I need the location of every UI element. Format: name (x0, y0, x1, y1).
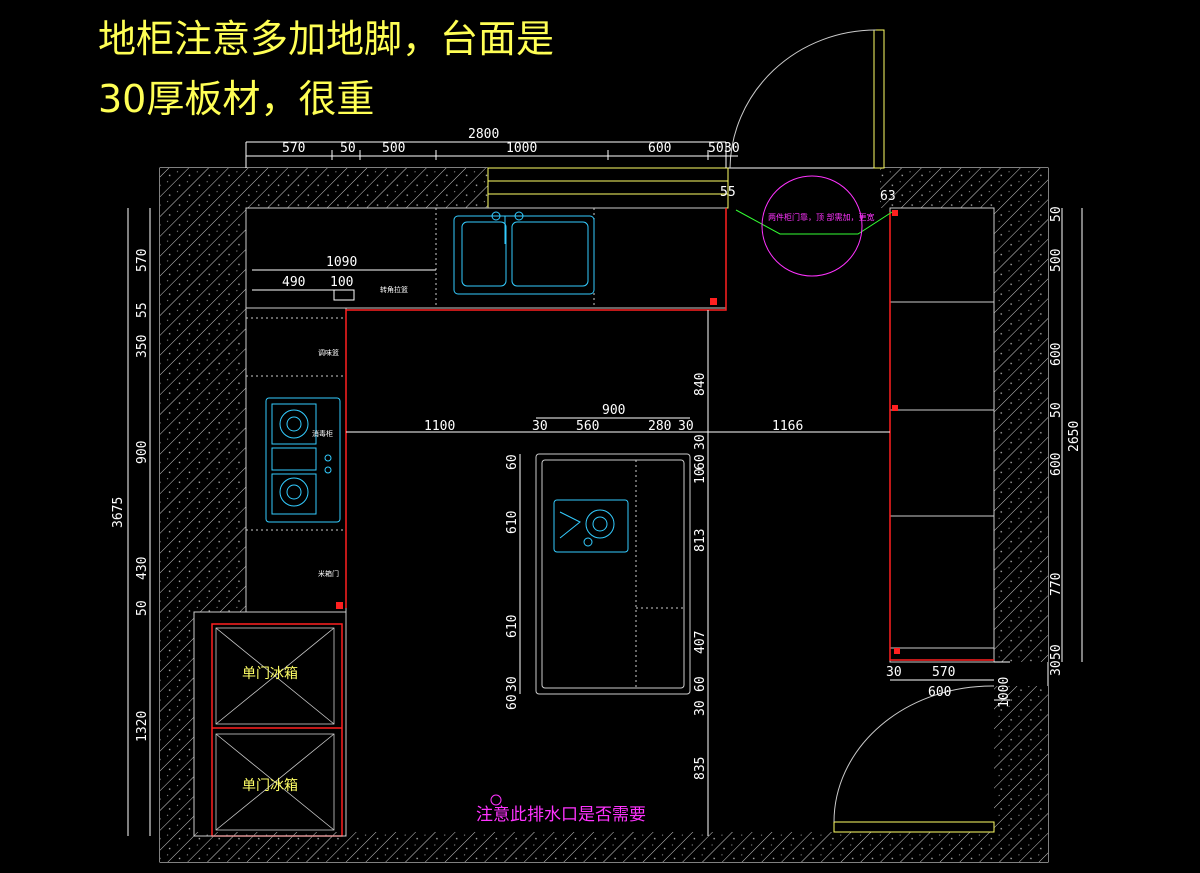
dim-island-1: 30 (532, 419, 548, 434)
dim-top-total: 2800 (468, 127, 499, 142)
outer-boundary (159, 167, 1049, 863)
dim-iv-13: 835 (693, 757, 708, 780)
corner-markers (336, 210, 900, 654)
dim-iv-2: 60 (505, 454, 520, 470)
fridge-1-label: 单门冰箱 (242, 666, 298, 682)
cabinet-label-d: 米箱门 (318, 569, 339, 578)
corner-note: 两件柜门靠，顶 部需加，更宽 (768, 212, 875, 222)
dim-island-2: 560 (576, 419, 599, 434)
island-hob (553, 499, 629, 553)
dim-iv-9: 813 (693, 529, 708, 552)
dim-mid-0: 1100 (424, 419, 455, 434)
bottom-door (833, 685, 995, 833)
swing-lines (735, 209, 893, 235)
dim-iv-6: 60 (505, 694, 520, 710)
dim-top-6: 30 (724, 141, 740, 156)
dim-left-5: 50 (135, 600, 150, 616)
dim-iv-1: 30 (693, 434, 708, 450)
dim-left-0: 570 (135, 249, 150, 272)
island (535, 453, 691, 695)
dim-br-0: 30 (886, 665, 902, 680)
dim-counter-0: 1090 (326, 255, 357, 270)
dim-right-4: 600 (1049, 453, 1064, 476)
drain-icon (490, 794, 502, 806)
dim-corner-0: 55 (720, 185, 736, 200)
top-window (487, 167, 729, 209)
dim-right-5: 770 (1049, 573, 1064, 596)
dim-mid-1: 1166 (772, 419, 803, 434)
title-line-2: 30厚板材，很重 (98, 77, 374, 121)
top-door (729, 29, 885, 169)
fridge-cross (215, 627, 335, 831)
dim-br-2: 600 (928, 685, 951, 700)
dim-left-1: 55 (135, 302, 150, 318)
dim-left-4: 430 (135, 557, 150, 580)
dim-right-6: 30 (1049, 660, 1064, 676)
fridge-2-label: 单门冰箱 (242, 778, 298, 794)
dim-right-3: 50 (1049, 402, 1064, 418)
dim-island-4: 30 (678, 419, 694, 434)
dim-left-2: 350 (135, 335, 150, 358)
dim-island-3: 280 (648, 419, 671, 434)
dim-top-2: 500 (382, 141, 405, 156)
dim-br-1: 570 (932, 665, 955, 680)
dim-top-1: 50 (340, 141, 356, 156)
dim-top-0: 570 (282, 141, 305, 156)
dim-top-4: 600 (648, 141, 671, 156)
corner-note-circle (761, 175, 863, 277)
dim-counter-1: 490 (282, 275, 305, 290)
walls (160, 168, 1048, 862)
dim-right-0: 50 (1049, 206, 1064, 222)
dim-top-5: 50 (708, 141, 724, 156)
dim-iv-4: 610 (505, 615, 520, 638)
counter-block (333, 289, 355, 301)
cabinet-label-a: 转角拉篮 (380, 285, 408, 294)
dim-br-3: 1000 (997, 677, 1012, 708)
countertop-edge (345, 208, 994, 661)
dim-left-total: 3675 (111, 497, 126, 528)
dim-right-total: 2650 (1067, 421, 1082, 452)
fridges (211, 623, 343, 837)
cabinet-label-b: 调味篮 (318, 348, 339, 357)
dimension-lines (127, 141, 1083, 836)
title-line-1: 地柜注意多加地脚，台面是 (98, 17, 554, 61)
dim-island-0: 900 (602, 403, 625, 418)
dim-iv-3: 610 (505, 511, 520, 534)
cabinet-label-c: 消毒柜 (312, 429, 333, 438)
sink (453, 211, 595, 295)
dim-left-3: 900 (135, 441, 150, 464)
cabinets (245, 207, 995, 663)
fridge-wall (193, 611, 347, 837)
dim-corner-1: 63 (880, 189, 896, 204)
dim-right-1: 500 (1049, 249, 1064, 272)
dim-iv-7: 60 (693, 454, 708, 470)
dim-iv-5: 30 (505, 676, 520, 692)
dim-iv-10: 407 (693, 631, 708, 654)
dim-right-2: 600 (1049, 343, 1064, 366)
stove-left (265, 397, 341, 523)
dim-iv-12: 30 (693, 700, 708, 716)
dim-top-3: 1000 (506, 141, 537, 156)
drain-note: 注意此排水口是否需要 (476, 805, 646, 825)
dim-iv-8: 10 (693, 468, 708, 484)
dim-right-7: 50 (1049, 644, 1064, 660)
dim-counter-2: 100 (330, 275, 353, 290)
dim-left-6: 1320 (135, 711, 150, 742)
dim-iv-0: 840 (693, 373, 708, 396)
dim-iv-11: 60 (693, 676, 708, 692)
